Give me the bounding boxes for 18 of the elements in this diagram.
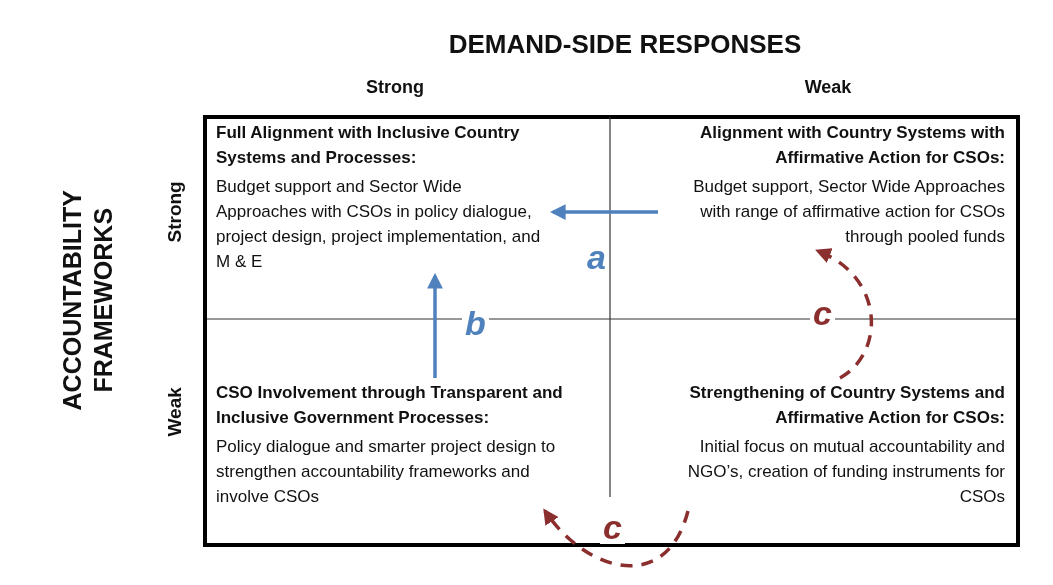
arrow <box>427 272 443 378</box>
arrow <box>543 508 690 568</box>
quadrant-heading: Alignment with Country Systems with Affirmative Action for CSOs: <box>698 122 1005 169</box>
arrow <box>815 249 873 380</box>
axis-category: Weak <box>804 75 852 99</box>
axis-category: Weak <box>163 387 187 437</box>
quadrant-description: Initial focus on mutual accountability and NGO’s, creation of funding instruments for CSOs <box>686 436 1005 508</box>
axis-category: Strong <box>163 181 187 243</box>
quadrant-description: Budget support and Sector Wide Approaches with CSOs in policy dialogue, project design, project implementation, and M & E <box>216 176 542 273</box>
arrow <box>549 204 658 220</box>
axis-category: Strong <box>366 75 424 99</box>
quadrant-heading: Strengthening of Country Systems and Affirmative Action for CSOs: <box>688 382 1005 429</box>
quadrant-description: Budget support, Sector Wide Approaches with range of affirmative action for CSOs through pooled funds <box>692 176 1005 248</box>
quadrant-heading: Full Alignment with Inclusive Country Systems and Processes: <box>216 122 521 169</box>
axis-title: ACCOUNTABILITY FRAMEWORKS <box>56 188 118 413</box>
quadrant-heading: CSO Involvement through Transparent and Inclusive Government Processes: <box>216 382 564 429</box>
quadrant-description: Policy dialogue and smarter project design to strengthen accountability frameworks and involve CSOs <box>216 436 557 508</box>
axis-title: DEMAND-SIDE RESPONSES <box>448 27 802 61</box>
